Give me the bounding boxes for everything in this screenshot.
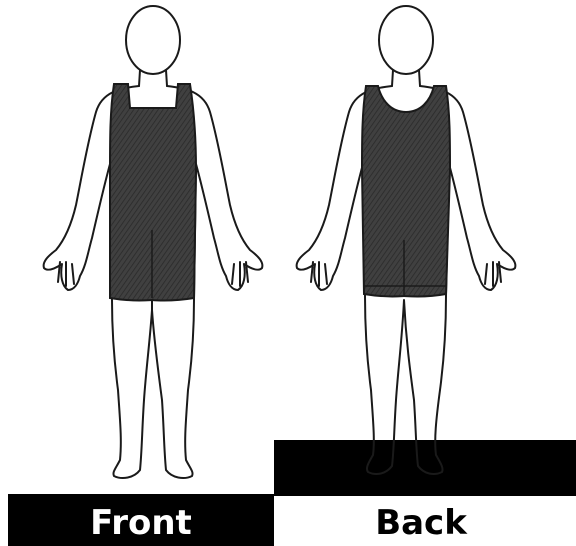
front-label: Front (10, 503, 272, 543)
front-head (126, 6, 180, 74)
back-head (379, 6, 433, 74)
back-label: Back (276, 503, 566, 543)
front-garment (110, 84, 196, 301)
back-label-bar (274, 440, 576, 496)
back-garment (362, 86, 450, 297)
